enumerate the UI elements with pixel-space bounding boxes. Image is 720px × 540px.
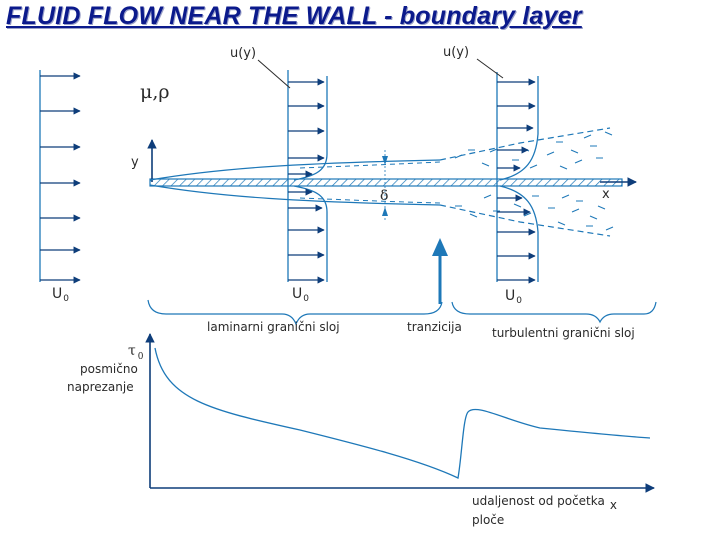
turbulence-dash xyxy=(597,205,606,210)
turbulence-dash xyxy=(513,203,522,208)
turbulence-dash xyxy=(489,148,498,153)
tau-name-line2: naprezanje xyxy=(67,380,134,394)
turbulence-dash xyxy=(557,221,566,226)
turbulence-dash xyxy=(523,212,532,217)
laminar-edge-top xyxy=(149,159,441,181)
transition-arrow-head xyxy=(432,238,448,256)
shear-stress-plot xyxy=(145,333,655,493)
transition-arrow xyxy=(432,238,448,304)
u-y-left-label: u(y) xyxy=(230,46,256,61)
turbulence-dash xyxy=(589,215,598,220)
plate xyxy=(149,178,623,187)
shear-stress-curve xyxy=(154,347,651,479)
u0-turbulent-label: U0 xyxy=(505,288,522,306)
turbulent-bracket xyxy=(451,301,657,324)
turbulent-arrows xyxy=(497,78,536,284)
turbulent-label: turbulentni granični sloj xyxy=(492,326,635,340)
turbulence-dash xyxy=(571,208,580,213)
turbulent-profile-curve-upper xyxy=(499,76,539,181)
laminar-velocity-profile xyxy=(287,70,328,284)
transition-label: tranzicija xyxy=(407,320,462,334)
u0-laminar-label: U0 xyxy=(292,286,309,304)
turbulence-dash xyxy=(605,226,614,231)
mu-rho-label: μ,ρ xyxy=(140,81,170,103)
laminar-profile-curve-lower xyxy=(293,185,328,282)
inlet-velocity-profile xyxy=(39,70,81,284)
distance-label-line2: ploče xyxy=(472,513,504,527)
laminar-bracket xyxy=(147,299,443,326)
tau-name-line1: posmično xyxy=(80,362,138,376)
delta-marker xyxy=(382,150,388,222)
turbulence-dash xyxy=(529,164,538,169)
laminar-arrows xyxy=(288,78,325,284)
flat-plate xyxy=(147,139,637,187)
turbulence-dash xyxy=(454,154,463,159)
turbulent-velocity-profile xyxy=(496,72,539,284)
u-y-left-leader xyxy=(257,59,291,89)
turbulence-dash xyxy=(574,159,583,164)
turbulence-dash xyxy=(604,131,613,136)
u-y-right-leader xyxy=(476,58,504,79)
slide-title: FLUID FLOW NEAR THE WALL - boundary laye… xyxy=(6,2,582,30)
delta-top-arrow xyxy=(382,156,388,165)
turbulence-dash xyxy=(570,149,579,154)
laminar-profile-curve-upper xyxy=(293,76,328,181)
laminar-inner-top xyxy=(299,161,441,169)
turbulence-dash xyxy=(469,213,478,218)
y-axis-label: y xyxy=(131,155,139,170)
turbulence-dash xyxy=(546,151,555,156)
turbulent-profile-curve-lower xyxy=(499,185,539,282)
turbulence-dash xyxy=(483,194,492,199)
laminar-edge-bottom xyxy=(149,184,441,206)
turbulence-dash xyxy=(559,165,568,170)
turbulence-dash xyxy=(583,134,592,139)
turbulent-edge-top xyxy=(439,127,611,161)
u-y-right-label: u(y) xyxy=(443,45,469,60)
laminar-inner-bottom xyxy=(299,197,441,204)
turbulent-edge-bottom xyxy=(439,204,611,237)
laminar-label: laminarni granični sloj xyxy=(207,320,340,334)
delta-bottom-arrow xyxy=(382,207,388,216)
inlet-arrows xyxy=(40,72,81,284)
delta-label: δ xyxy=(380,188,388,204)
turbulence-dash xyxy=(561,194,570,199)
u0-inlet-label: U0 xyxy=(52,286,69,304)
turbulence-dash xyxy=(481,162,490,167)
x-axis-label: x xyxy=(602,187,610,202)
